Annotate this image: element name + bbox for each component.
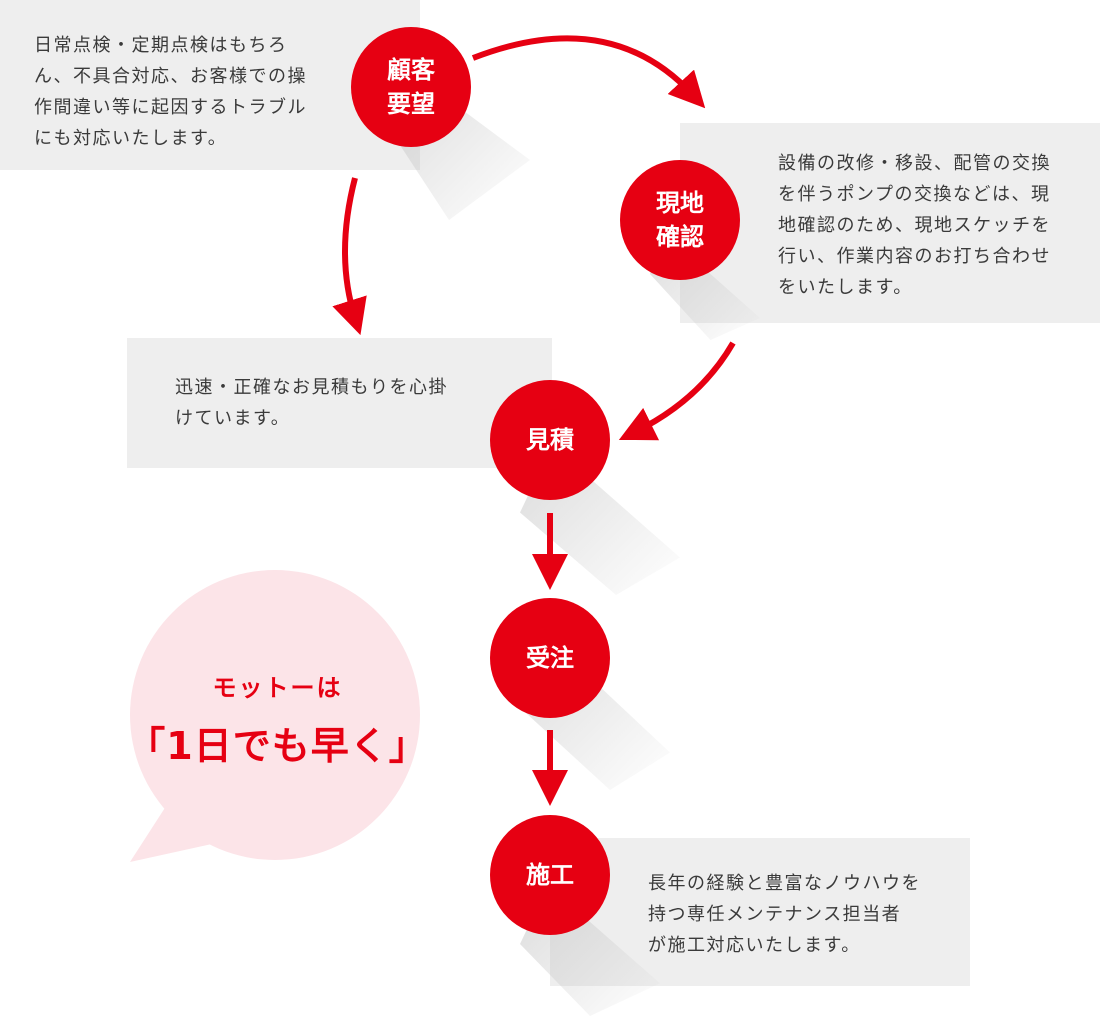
estimate-description: 迅速・正確なお見積もりを心掛 けています。 [175,377,448,429]
site-check-description: 設備の改修・移設、配管の交換 を伴うポンプの交換などは、現 地確認のため、現地ス… [778,153,1051,298]
step-description-box-estimate [127,338,552,468]
step-circle-construction: 施工 [490,815,610,935]
customer-request-description: 日常点検・定期点検はもちろ ん、不具合対応、お客様での操 作間違い等に起因するト… [34,35,307,149]
step-description-box-site-check [680,123,1100,323]
step-circle-site-check: 現地 確認 [620,160,740,280]
step-description-box-customer-request [0,0,420,170]
step-circle-customer-request: 顧客 要望 [351,27,471,147]
step-circle-order: 受注 [490,598,610,718]
step-circle-estimate: 見積 [490,380,610,500]
arrow-request-to-estimate [332,177,367,336]
motto-label: モットーは [212,674,343,702]
motto-slogan: 「1日でも早く」 [127,724,428,768]
construction-description: 長年の経験と豊富なノウハウを 持つ専任メンテナンス担当者 が施工対応いたします。 [648,873,921,956]
arrow-request-to-site [471,35,706,109]
arrow-site-to-estimate [618,341,736,441]
